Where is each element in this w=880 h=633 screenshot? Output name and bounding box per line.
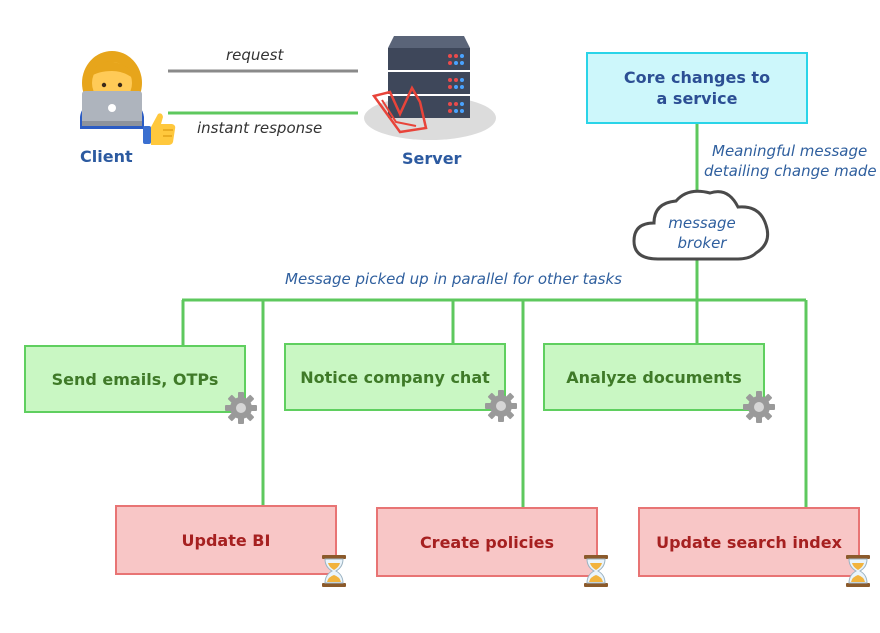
task-create-policies: Create policies bbox=[376, 507, 598, 577]
message-note-line1: Meaningful message bbox=[712, 142, 868, 160]
server-label: Server bbox=[402, 149, 462, 168]
broker-line2: broker bbox=[677, 234, 727, 252]
task-notice-chat: Notice company chat bbox=[284, 343, 506, 411]
task-update-bi: Update BI bbox=[115, 505, 337, 575]
hourglass-icon bbox=[844, 554, 872, 592]
task-update-search-index: Update search index bbox=[638, 507, 860, 577]
client-label: Client bbox=[80, 147, 133, 166]
broker-line1: message bbox=[668, 214, 736, 232]
core-changes-box: Core changes to a service bbox=[586, 52, 808, 124]
task-update-search-index-label: Update search index bbox=[656, 532, 842, 552]
woman-technologist-icon bbox=[72, 47, 152, 133]
task-analyze-docs: Analyze documents bbox=[543, 343, 765, 411]
cloud-icon bbox=[630, 185, 774, 269]
message-broker-label: message broker bbox=[656, 213, 748, 253]
parallel-note: Message picked up in parallel for other … bbox=[285, 270, 622, 288]
server-rack-icon bbox=[360, 30, 500, 146]
core-changes-line2: a service bbox=[656, 89, 738, 108]
message-note-line2: detailing change made bbox=[704, 162, 877, 180]
hourglass-icon bbox=[320, 554, 348, 592]
request-label: request bbox=[226, 46, 284, 64]
gear-icon bbox=[484, 389, 518, 427]
task-update-bi-label: Update BI bbox=[181, 530, 271, 550]
task-send-emails: Send emails, OTPs bbox=[24, 345, 246, 413]
thumbs-up-icon bbox=[140, 110, 178, 152]
task-create-policies-label: Create policies bbox=[419, 532, 555, 552]
task-send-emails-label: Send emails, OTPs bbox=[51, 369, 219, 389]
gear-icon bbox=[224, 391, 258, 429]
instant-response-label: instant response bbox=[197, 119, 323, 137]
hourglass-icon bbox=[582, 554, 610, 592]
task-analyze-docs-label: Analyze documents bbox=[566, 367, 742, 387]
task-notice-chat-label: Notice company chat bbox=[300, 367, 490, 387]
gear-icon bbox=[742, 390, 776, 428]
core-changes-line1: Core changes to bbox=[623, 68, 771, 87]
